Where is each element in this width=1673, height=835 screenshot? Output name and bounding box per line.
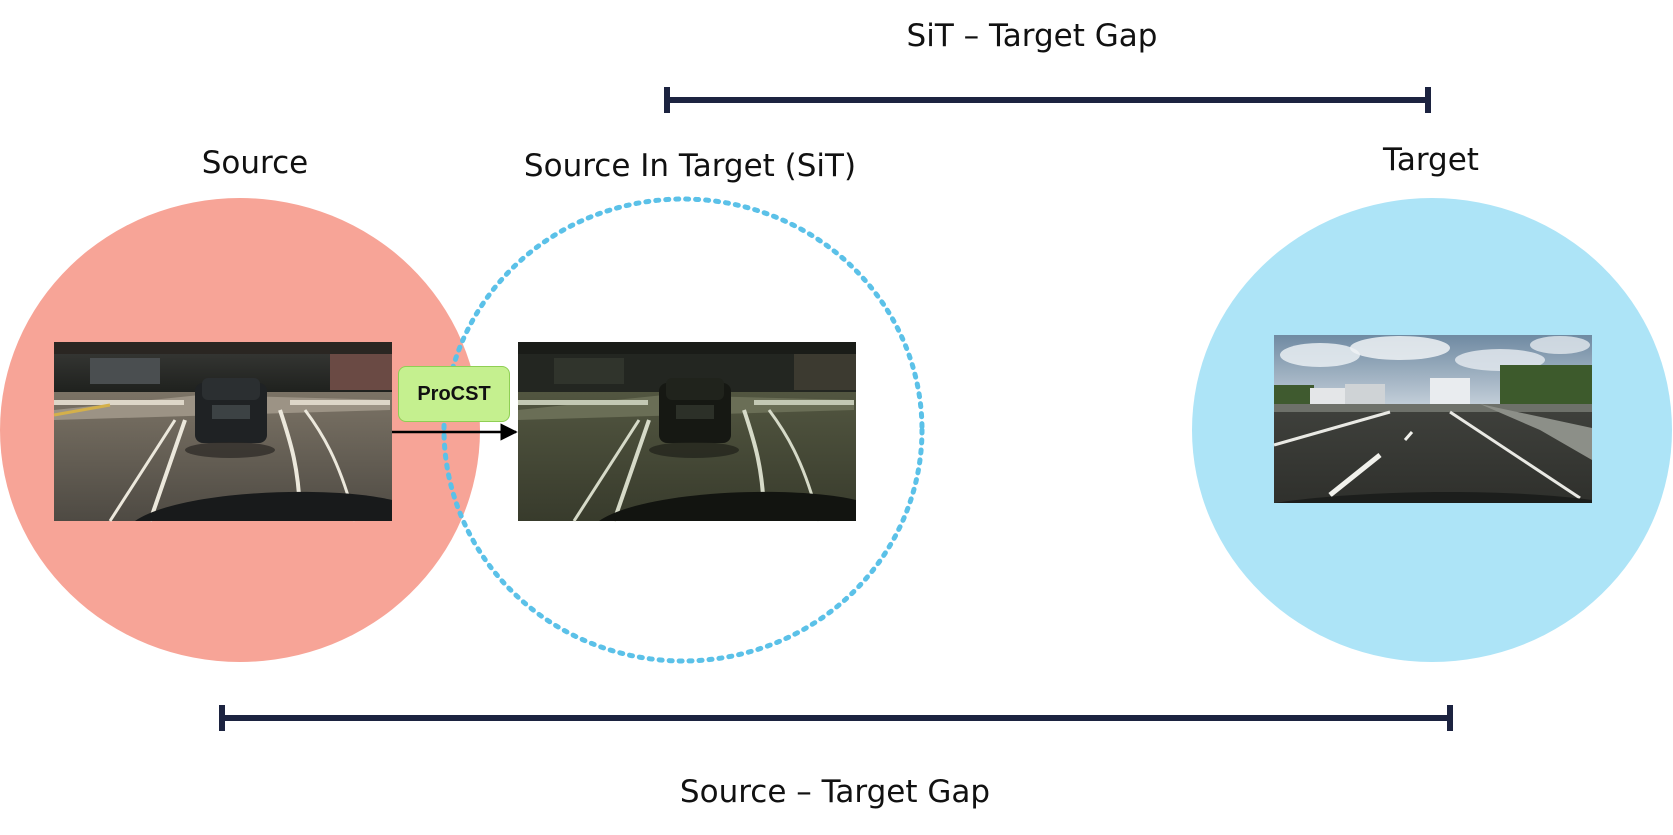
target-label: Target: [1382, 142, 1479, 178]
procst-box: ProCST: [398, 366, 510, 422]
sit-label: Source In Target (SiT): [524, 148, 856, 184]
source-target-gap-bar: [219, 705, 1453, 731]
sit-target-gap-label: SiT – Target Gap: [907, 18, 1158, 54]
source-label: Source: [202, 145, 308, 181]
sit-target-gap-bar: [664, 87, 1431, 113]
sit-image: [518, 342, 856, 522]
procst-label: ProCST: [417, 382, 491, 405]
source-image: [53, 342, 392, 522]
sit-dotted-circle: [441, 196, 925, 664]
target-image: [1273, 335, 1592, 503]
source-target-gap-label: Source – Target Gap: [680, 774, 990, 810]
